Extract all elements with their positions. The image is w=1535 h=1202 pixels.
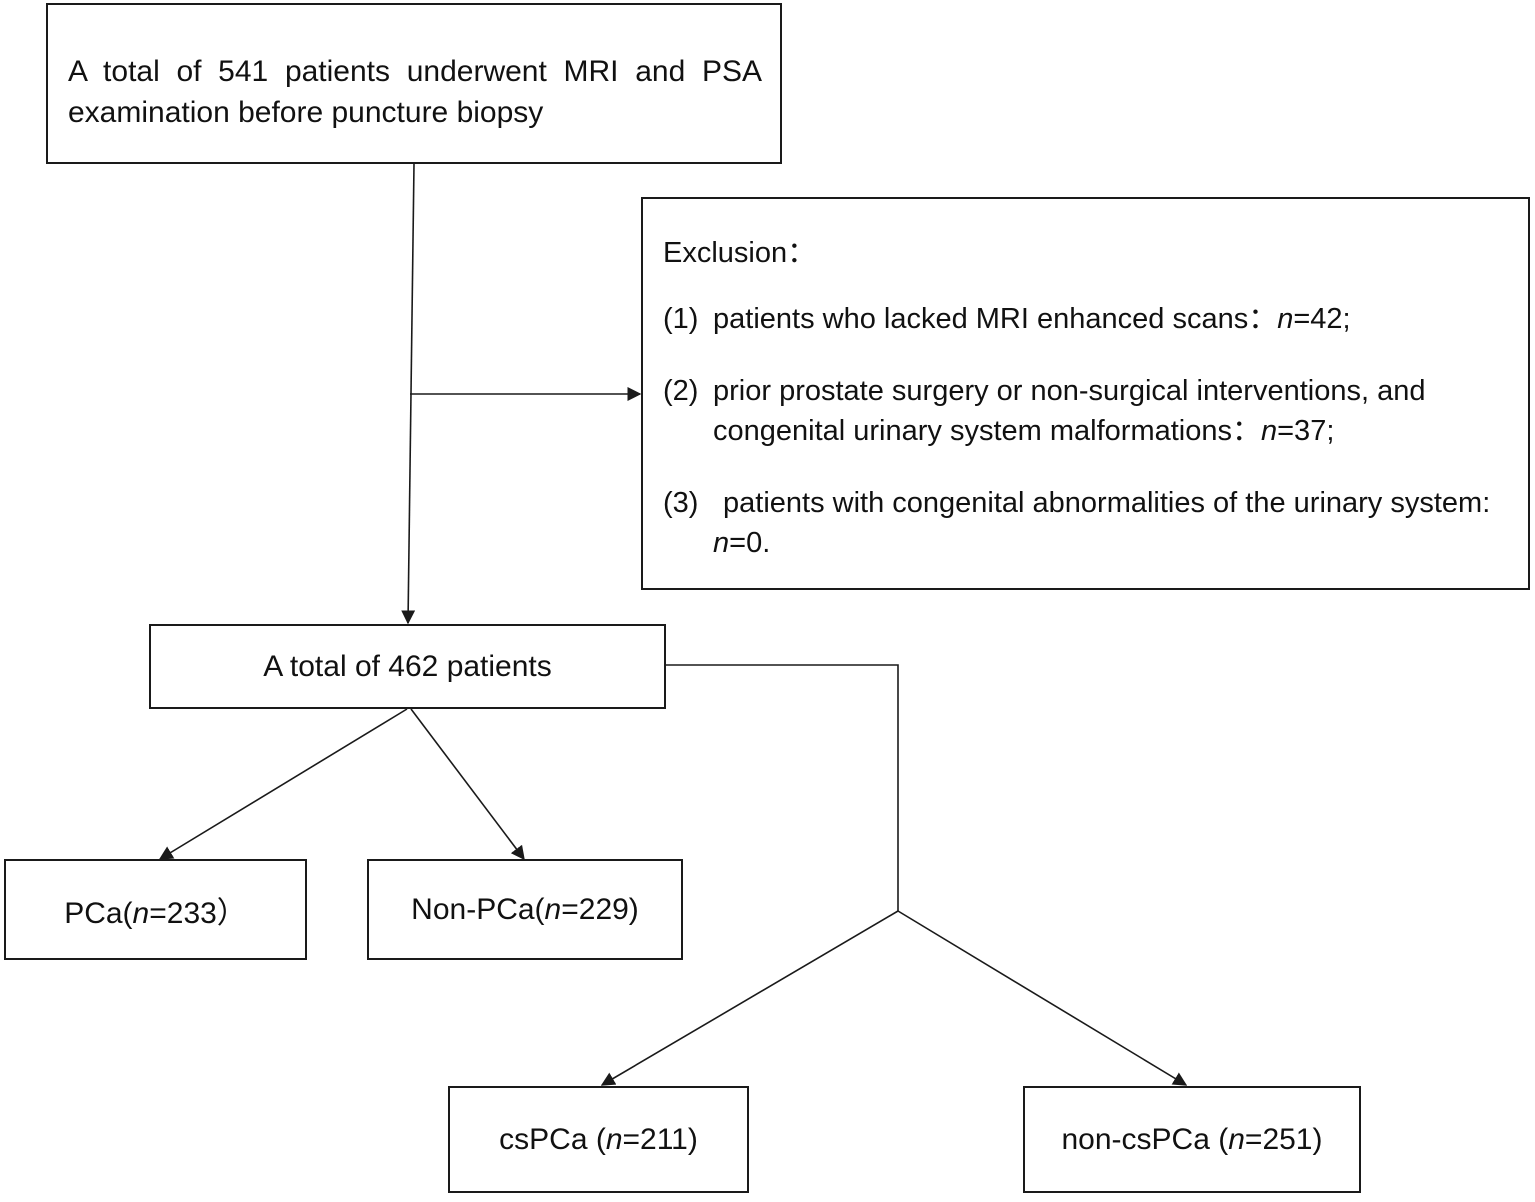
exclusion-item-text: patients who lacked MRI enhanced scans：n… [713, 303, 1351, 335]
exclusion-item-3: (3) patients with congenital abnormaliti… [663, 483, 1510, 563]
exclusion-title: Exclusion： [663, 237, 817, 269]
non-pca-box: Non-PCa(n=229) [367, 859, 683, 960]
cspca-box: csPCa (n=211) [448, 1086, 749, 1193]
total-patients-label: A total of 462 patients [263, 649, 552, 683]
start-box-line-1: A total of 541 patients underwent MRI an… [68, 55, 762, 88]
start-box-line-2: examination before puncture biopsy [68, 96, 544, 129]
connector-total-to-pca [158, 708, 408, 860]
exclusion-item-text: prior prostate surgery or non-surgical i… [713, 375, 1426, 447]
cspca-label: csPCa (n=211) [499, 1122, 698, 1156]
pca-box: PCa(n=233） [4, 859, 307, 960]
connector-total-to-split [666, 664, 899, 911]
exclusion-item-number: (1) [663, 303, 699, 335]
non-pca-label: Non-PCa(n=229) [411, 892, 639, 926]
exclusion-item-1: (1) patients who lacked MRI enhanced sca… [663, 299, 1510, 339]
exclusion-item-number: (3) [663, 487, 699, 519]
connector-split-to-cspca [600, 910, 899, 1086]
non-cspca-label: non-csPCa (n=251) [1061, 1122, 1323, 1156]
connector-split-to-noncspca [897, 910, 1188, 1086]
total-patients-box: A total of 462 patients [149, 624, 666, 709]
exclusion-item-text: patients with congenital abnormalities o… [713, 487, 1491, 559]
exclusion-item-2: (2) prior prostate surgery or non-surgic… [663, 371, 1510, 451]
pca-label: PCa(n=233） [64, 896, 247, 930]
non-cspca-box: non-csPCa (n=251) [1023, 1086, 1361, 1193]
exclusion-item-number: (2) [663, 375, 699, 407]
connector-total-to-nonpca [410, 708, 525, 861]
start-box: A total of 541 patients underwent MRI an… [46, 3, 782, 164]
exclusion-box: Exclusion： (1) patients who lacked MRI e… [641, 197, 1530, 590]
